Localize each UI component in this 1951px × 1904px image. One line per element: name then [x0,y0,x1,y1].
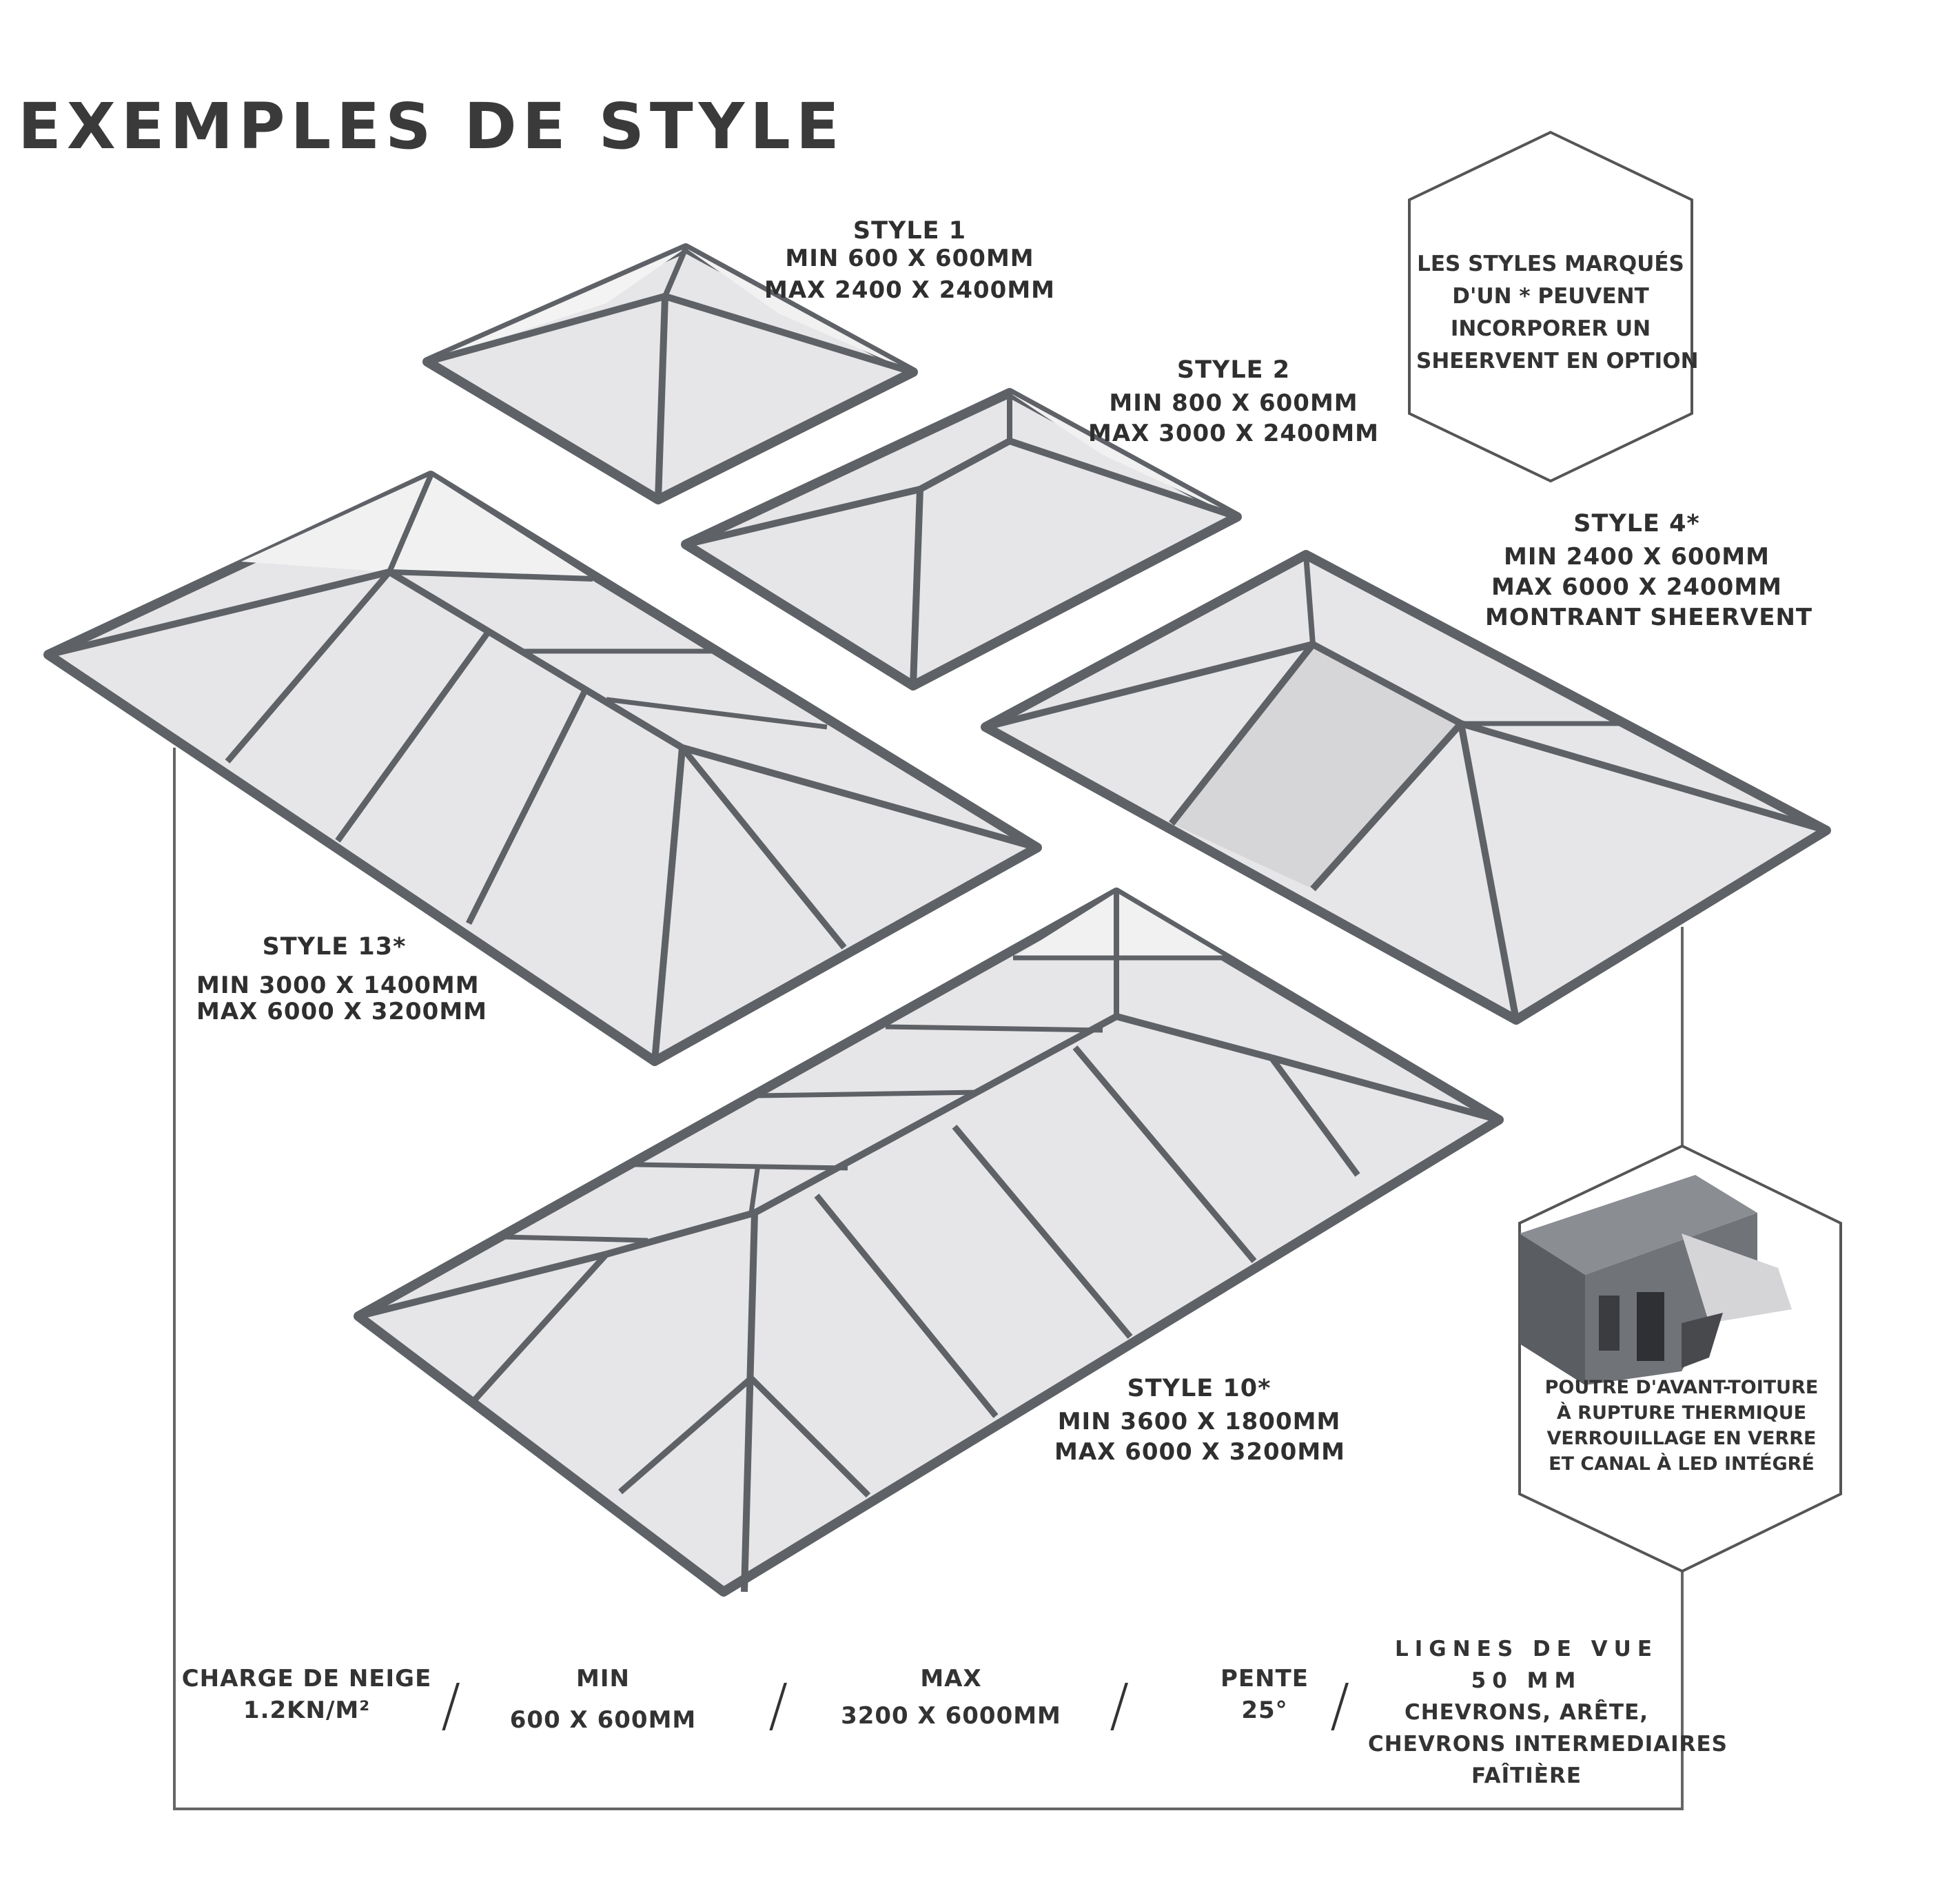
spec-divider-4: / [1330,1671,1350,1739]
beam-line-2: À RUPTURE THERMIQUE [1556,1402,1807,1424]
spec-min-value: 600 X 600MM [509,1706,697,1734]
style-10-label: STYLE 10* MIN 3600 X 1800MM MAX 6000 X 3… [1054,1373,1346,1467]
style-13-roof [43,471,1042,1066]
style-4-extra: MONTRANT SHEERVENT [1485,604,1813,631]
note-line-4: SHEERVENT EN OPTION [1416,349,1699,373]
spec-snow-value: 1.2KN/M² [243,1697,371,1724]
style-13-max: MAX 6000 X 3200MM [196,998,488,1025]
style-10-name: STYLE 10* [1127,1375,1271,1402]
style-13-min: MIN 3000 X 1400MM [196,972,480,999]
spec-sightlines-value: 50 MM [1471,1668,1582,1693]
spec-sightlines-line-3: FAÎTIÈRE [1471,1763,1582,1788]
style-4-roof [981,550,1831,1025]
spec-divider-2: / [768,1671,788,1739]
spec-sightlines-line-2: CHEVRONS INTERMEDIAIRES [1368,1732,1728,1757]
spec-divider-1: / [441,1671,461,1739]
spec-pitch-value: 25° [1241,1697,1288,1724]
spec-sightlines: LIGNES DE VUE 50 MM CHEVRONS, ARÊTE, CHE… [1368,1633,1728,1792]
style-1-min: MIN 600 X 600MM [785,245,1034,272]
spec-snow-load: CHARGE DE NEIGE 1.2KN/M² [176,1663,438,1726]
style-10-min: MIN 3600 X 1800MM [1057,1408,1341,1435]
note-line-3: INCORPORER UN [1450,316,1651,341]
style-1-roof [422,243,918,504]
style-1-label: STYLE 1 MIN 600 X 600MM MAX 2400 X 2400M… [755,217,1065,304]
spec-sightlines-line-1: CHEVRONS, ARÊTE, [1404,1700,1649,1725]
beam-profile-image [1520,1175,1792,1385]
style-2-min: MIN 800 X 600MM [1109,389,1358,417]
spec-max-label: MAX [920,1665,982,1692]
style-2-roof [681,388,1242,690]
style-13-name: STYLE 13* [262,933,407,961]
note-line-2: D'UN * PEUVENT [1452,284,1649,309]
style-13-label: STYLE 13* MIN 3000 X 1400MM MAX 6000 X 3… [196,933,488,1025]
beam-line-4: ET CANAL À LED INTÉGRÉ [1549,1453,1815,1475]
style-2-max: MAX 3000 X 2400MM [1087,420,1379,447]
note-hexagon [1408,130,1693,483]
optional-sheervent-note: LES STYLES MARQUÉS D'UN * PEUVENT INCORP… [1416,248,1699,378]
spec-sightlines-label: LIGNES DE VUE [1394,1637,1658,1661]
beam-caption: POUTRE D'AVANT-TOITURE À RUPTURE THERMIQ… [1526,1375,1837,1477]
spec-pitch: PENTE 25° [1199,1663,1330,1726]
spec-max: MAX 3200 X 6000MM [837,1663,1065,1732]
style-1-name: STYLE 1 [852,217,967,245]
spec-min: MIN 600 X 600MM [496,1663,710,1736]
style-4-name: STYLE 4* [1573,510,1700,538]
spec-snow-label: CHARGE DE NEIGE [181,1665,432,1692]
spec-divider-3: / [1110,1671,1130,1739]
style-10-max: MAX 6000 X 3200MM [1054,1438,1346,1466]
style-1-max: MAX 2400 X 2400MM [764,276,1055,304]
spec-pitch-label: PENTE [1220,1665,1309,1692]
style-4-label: STYLE 4* MIN 2400 X 600MM MAX 6000 X 240… [1485,509,1813,633]
page-title: EXEMPLES DE STYLE [18,90,845,163]
style-2-label: STYLE 2 MIN 800 X 600MM MAX 3000 X 2400M… [1082,355,1385,449]
note-line-1: LES STYLES MARQUÉS [1417,252,1684,276]
spec-min-label: MIN [576,1665,630,1692]
spec-frame-outline [173,748,1684,1810]
spec-max-value: 3200 X 6000MM [841,1702,1061,1730]
style-4-max: MAX 6000 X 2400MM [1491,573,1782,601]
beam-line-3: VERROUILLAGE EN VERRE [1546,1428,1817,1449]
style-4-min: MIN 2400 X 600MM [1504,543,1770,571]
style-10-roof [354,888,1504,1597]
style-2-name: STYLE 2 [1176,356,1291,384]
beam-line-1: POUTRE D'AVANT-TOITURE [1544,1377,1819,1398]
